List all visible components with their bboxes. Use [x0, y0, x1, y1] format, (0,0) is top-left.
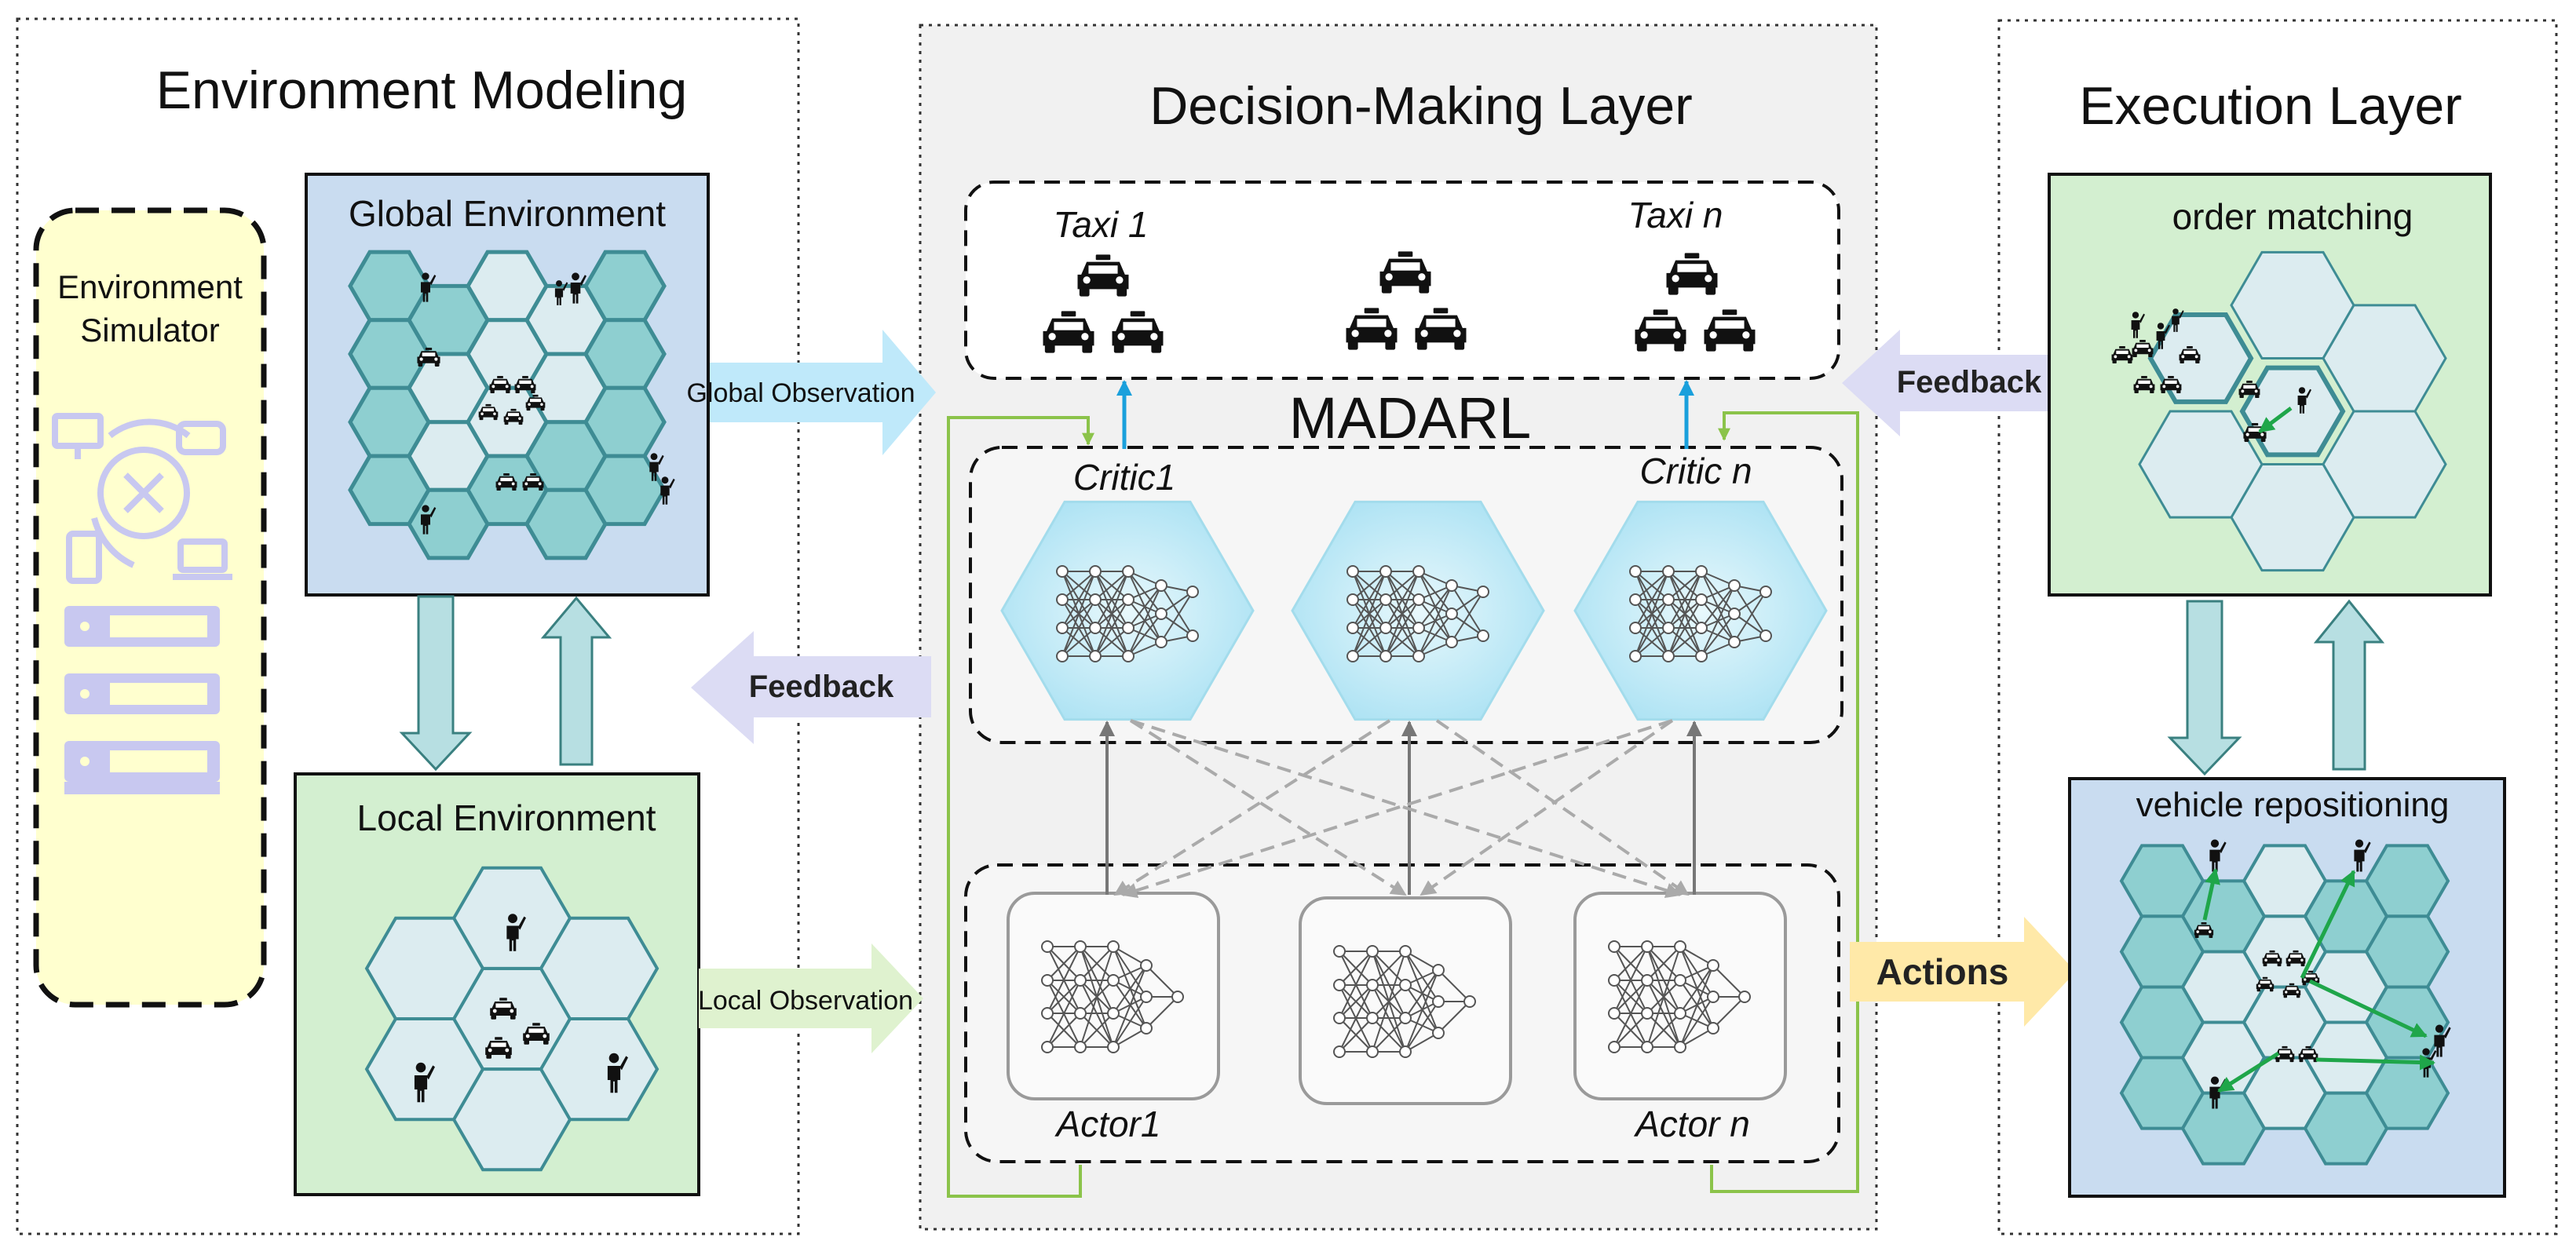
actions-arrow — [1850, 917, 2076, 1027]
reposition-arrow — [2315, 1054, 2435, 1071]
critic-hex — [1291, 500, 1545, 721]
actor-n-loop-line — [1710, 411, 1859, 1193]
grid-hex — [583, 385, 667, 458]
vehicle-repositioning-hex-grid — [2119, 839, 2451, 1166]
taxi-n-label: Taxi n — [1628, 195, 1723, 235]
critic-networks — [1000, 500, 1828, 721]
actor-card — [1573, 892, 1787, 1100]
critic-1-label: Critic1 — [1073, 457, 1175, 498]
feedback-left-arrow — [691, 631, 931, 744]
order-hex — [2138, 410, 2264, 519]
order-matching-title: order matching — [2172, 196, 2413, 237]
global-environment-title: Global Environment — [349, 193, 666, 234]
simulator-label-line2: Simulator — [80, 312, 219, 348]
madarl-label: MADARL — [1289, 385, 1531, 451]
grid-hex — [583, 250, 667, 323]
actor-networks — [1007, 892, 1787, 1105]
actor-critic-dashed-arrows — [1113, 719, 1690, 899]
execution-frame — [1997, 19, 2558, 1235]
simulator-devices-icon — [52, 413, 232, 584]
global-observation-label: Global Observation — [686, 378, 915, 408]
actor-card — [1299, 896, 1512, 1105]
critic-hex — [1573, 500, 1828, 721]
critic-n-label: Critic n — [1639, 451, 1752, 491]
matching-to-reposition-arrow — [2167, 600, 2242, 776]
local-observation-arrow — [699, 943, 923, 1053]
match-arrow — [2258, 407, 2293, 433]
actor-card — [1007, 892, 1220, 1100]
environment-modeling-title: Environment Modeling — [156, 60, 688, 120]
grid-hex — [583, 318, 667, 390]
reposition-arrow — [2300, 870, 2356, 980]
actions-label: Actions — [1876, 951, 2009, 992]
taxi-1-label: Taxi 1 — [1053, 204, 1148, 245]
critic-hex — [1000, 500, 1255, 721]
feedback-left-label: Feedback — [749, 670, 894, 704]
global-to-local-arrow — [399, 595, 473, 772]
grid-hex — [583, 454, 667, 527]
global-observation-arrow — [710, 330, 936, 455]
local-observation-label: Local Observation — [698, 986, 913, 1016]
local-hex — [539, 1017, 660, 1122]
simulator-label-line1: Environment — [57, 268, 243, 305]
order-matching-hex-grid — [2111, 250, 2447, 572]
actor-1-label: Actor1 — [1054, 1104, 1161, 1144]
simulator-server-icon — [64, 606, 220, 794]
reposition-arrow — [2202, 868, 2220, 921]
execution-title: Execution Layer — [2079, 76, 2462, 136]
order-hex — [2239, 365, 2346, 458]
order-hex — [2322, 410, 2447, 519]
reposition-arrow — [2308, 979, 2428, 1038]
actor-n-label: Actor n — [1633, 1104, 1750, 1144]
global-hex-grid — [348, 250, 675, 560]
environment-modeling-frame — [16, 17, 800, 1235]
reposition-arrow — [2217, 1051, 2280, 1093]
local-hex-grid — [364, 866, 660, 1172]
feedback-right-label: Feedback — [1897, 365, 2042, 400]
reposition-to-matching-arrow — [2313, 599, 2385, 771]
vehicle-repositioning-title: vehicle repositioning — [2136, 786, 2450, 824]
local-to-global-arrow — [540, 596, 612, 766]
feedback-right-arrow — [1842, 330, 2079, 436]
actor-1-loop-line — [947, 416, 1094, 1198]
local-environment-title: Local Environment — [357, 797, 656, 838]
decision-making-title: Decision-Making Layer — [1149, 76, 1693, 136]
